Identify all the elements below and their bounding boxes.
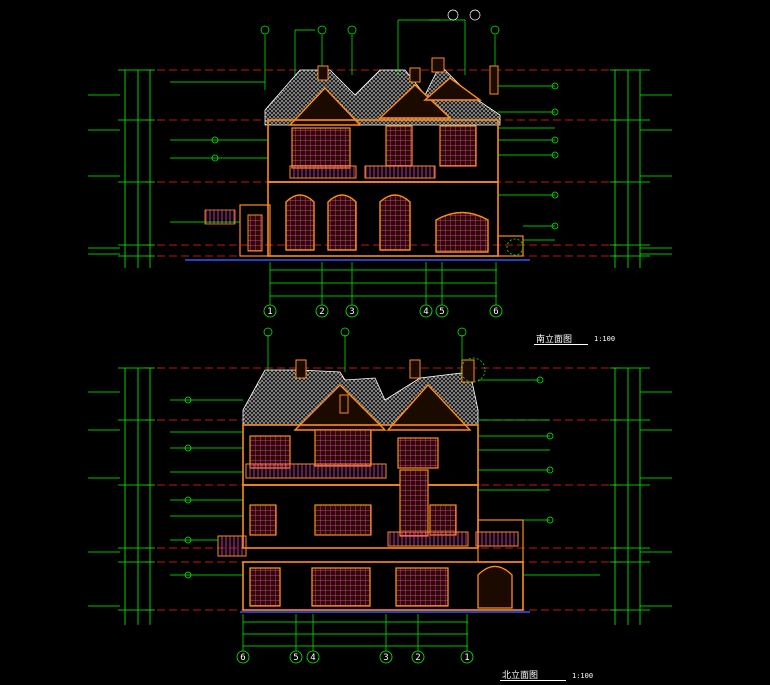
balcony-railing	[289, 165, 357, 179]
north-elevation-scale: 1:100	[572, 672, 594, 680]
ground-windows	[249, 565, 513, 609]
axis-bubbles	[236, 650, 474, 664]
axis-label: 5	[293, 653, 298, 663]
axis-label: 5	[439, 307, 444, 317]
leader-lines	[170, 19, 555, 241]
axis-dimensions	[269, 262, 497, 306]
axis-label: 2	[415, 653, 420, 663]
wall-middle	[242, 484, 479, 549]
axis-label: 3	[383, 653, 388, 663]
north-title-underline	[500, 680, 566, 681]
gable-right	[423, 77, 483, 101]
right-dimension-chain	[610, 367, 672, 625]
chimney	[339, 394, 349, 414]
annex-left	[239, 204, 271, 257]
balcony-railing	[364, 165, 436, 179]
axis-label: 1	[464, 653, 469, 663]
axis-label: 6	[240, 653, 245, 663]
axis-label: 3	[349, 307, 354, 317]
gable-left	[288, 86, 362, 126]
callout-markers	[211, 9, 559, 230]
chimney	[295, 359, 307, 379]
balcony-railing	[387, 531, 469, 547]
ornament	[506, 238, 524, 256]
upper-windows	[249, 429, 439, 469]
left-dimension-chain	[88, 69, 155, 268]
axis-label: 1	[267, 307, 272, 317]
south-title-underline	[534, 344, 588, 345]
left-dimension-chain	[88, 367, 155, 625]
chimney	[431, 57, 445, 73]
south-elevation-title: 南立面图	[536, 335, 573, 345]
north-elevation-drawing: 6 5 4 3 2 1	[88, 327, 672, 664]
annex-right	[497, 235, 524, 257]
balcony-railing	[245, 463, 387, 479]
upper-windows	[291, 125, 477, 169]
axis-label: 4	[310, 653, 315, 663]
gable-center	[378, 84, 452, 119]
axis-label: 4	[423, 307, 428, 317]
south-elevation-scale: 1:100	[594, 335, 616, 343]
right-dimension-chain	[610, 69, 672, 268]
chimney	[409, 67, 421, 83]
balcony-railing	[475, 531, 519, 547]
axis-bubbles	[263, 304, 503, 318]
annex-left	[217, 535, 247, 557]
axis-label: 2	[319, 307, 324, 317]
callout-markers	[184, 327, 554, 579]
ground-doors	[285, 194, 489, 253]
chimney	[489, 65, 499, 95]
wall-ground	[267, 181, 499, 257]
annex-door	[247, 214, 263, 252]
chimney	[461, 359, 475, 383]
wall-ground	[242, 561, 524, 611]
gable-right	[386, 383, 472, 431]
middle-windows	[249, 469, 457, 537]
level-lines	[145, 69, 620, 257]
axis-label: 6	[493, 307, 498, 317]
axis-dimensions	[242, 614, 468, 652]
chimney	[317, 65, 329, 81]
stair-rail	[204, 209, 236, 225]
leader-lines	[170, 335, 600, 576]
north-elevation-title: 北立面图	[502, 671, 539, 681]
south-elevation-drawing: 1 2 3 4 5 6	[88, 9, 672, 318]
chimney	[409, 359, 421, 379]
